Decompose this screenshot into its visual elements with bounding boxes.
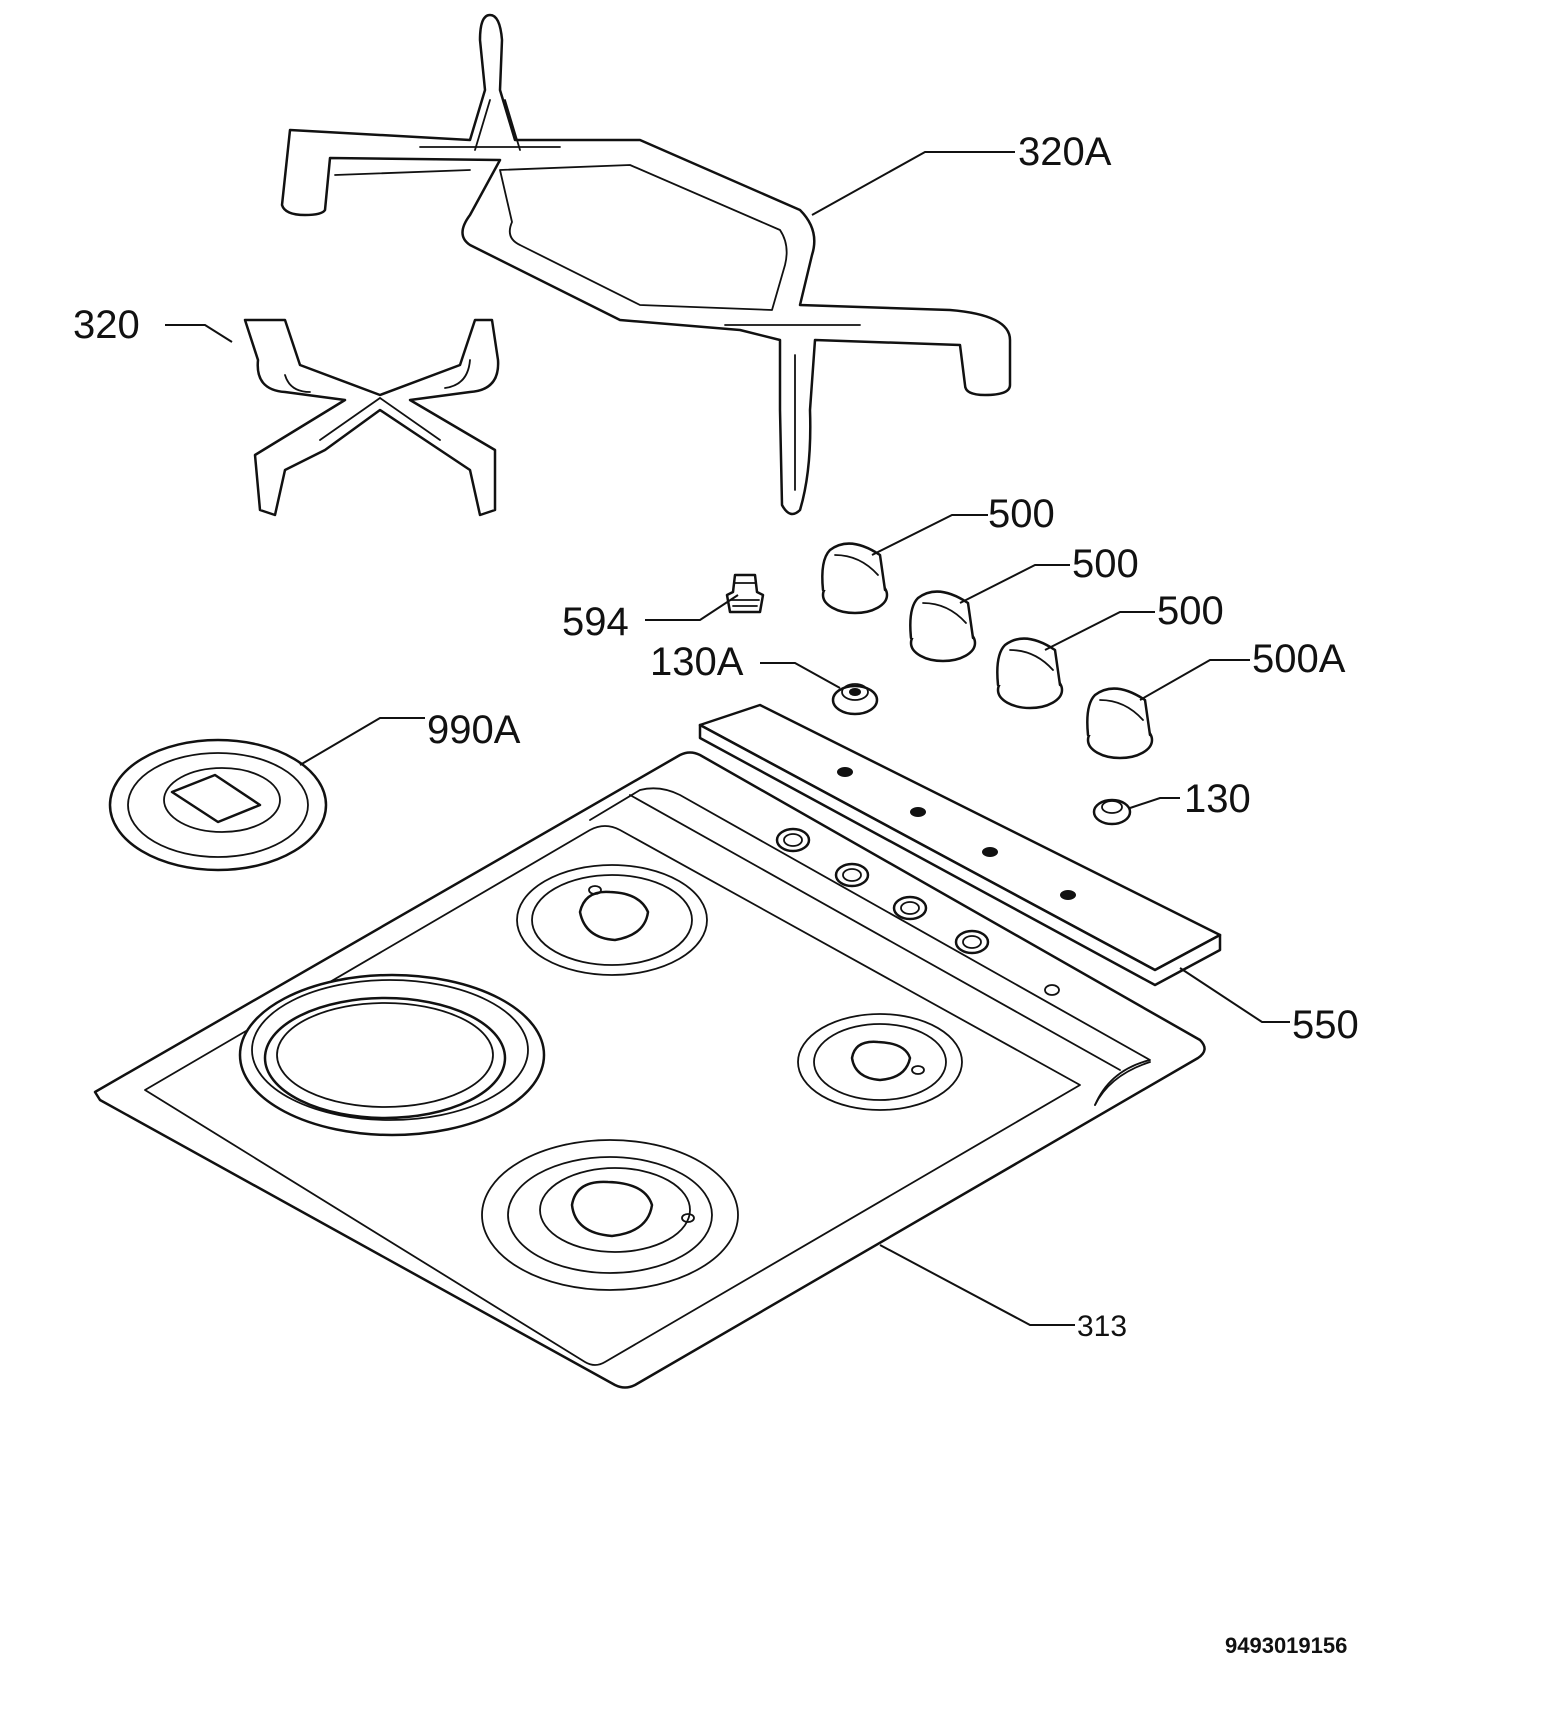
burner-rear-left bbox=[516, 864, 708, 976]
pan-support-double bbox=[280, 13, 1012, 516]
plate-knob-hole-1 bbox=[775, 827, 811, 853]
hob-top-plate bbox=[93, 751, 1206, 1389]
plate-knob-hole-4 bbox=[954, 929, 990, 955]
plate-knob-hole-2 bbox=[834, 862, 870, 888]
leader-lines bbox=[165, 151, 1290, 1326]
control-knob-4 bbox=[1086, 687, 1154, 760]
callout-labels: 320A 320 500 500 500 500A 594 130A 990A … bbox=[73, 130, 1359, 1343]
callout-313: 313 bbox=[1077, 1310, 1127, 1343]
grommet-130a bbox=[831, 683, 879, 716]
control-panel-strip bbox=[698, 703, 1222, 987]
injector-nozzle bbox=[725, 573, 765, 614]
callout-500-1: 500 bbox=[988, 492, 1055, 536]
burner-front bbox=[481, 1139, 739, 1291]
callout-990a: 990A bbox=[427, 708, 521, 752]
callout-130: 130 bbox=[1184, 777, 1251, 821]
callout-320: 320 bbox=[73, 303, 140, 347]
plate-small-hole bbox=[1044, 984, 1060, 996]
burner-wok-ring bbox=[238, 973, 546, 1137]
callout-320a: 320A bbox=[1018, 130, 1112, 174]
control-knob-2 bbox=[909, 590, 977, 663]
callout-500a: 500A bbox=[1252, 637, 1346, 681]
callout-594: 594 bbox=[562, 600, 629, 644]
burner-right bbox=[797, 1013, 963, 1111]
control-knob-1 bbox=[821, 542, 889, 615]
callout-130a: 130A bbox=[650, 640, 744, 684]
burner-disc bbox=[108, 738, 328, 872]
grommet-130 bbox=[1092, 798, 1132, 826]
control-knob-3 bbox=[996, 637, 1064, 710]
plate-knob-hole-3 bbox=[892, 895, 928, 921]
callout-500-2: 500 bbox=[1072, 542, 1139, 586]
document-number: 9493019156 bbox=[1225, 1633, 1347, 1658]
callout-500-3: 500 bbox=[1157, 589, 1224, 633]
pan-support-cross bbox=[243, 318, 500, 517]
callout-550: 550 bbox=[1292, 1003, 1359, 1047]
